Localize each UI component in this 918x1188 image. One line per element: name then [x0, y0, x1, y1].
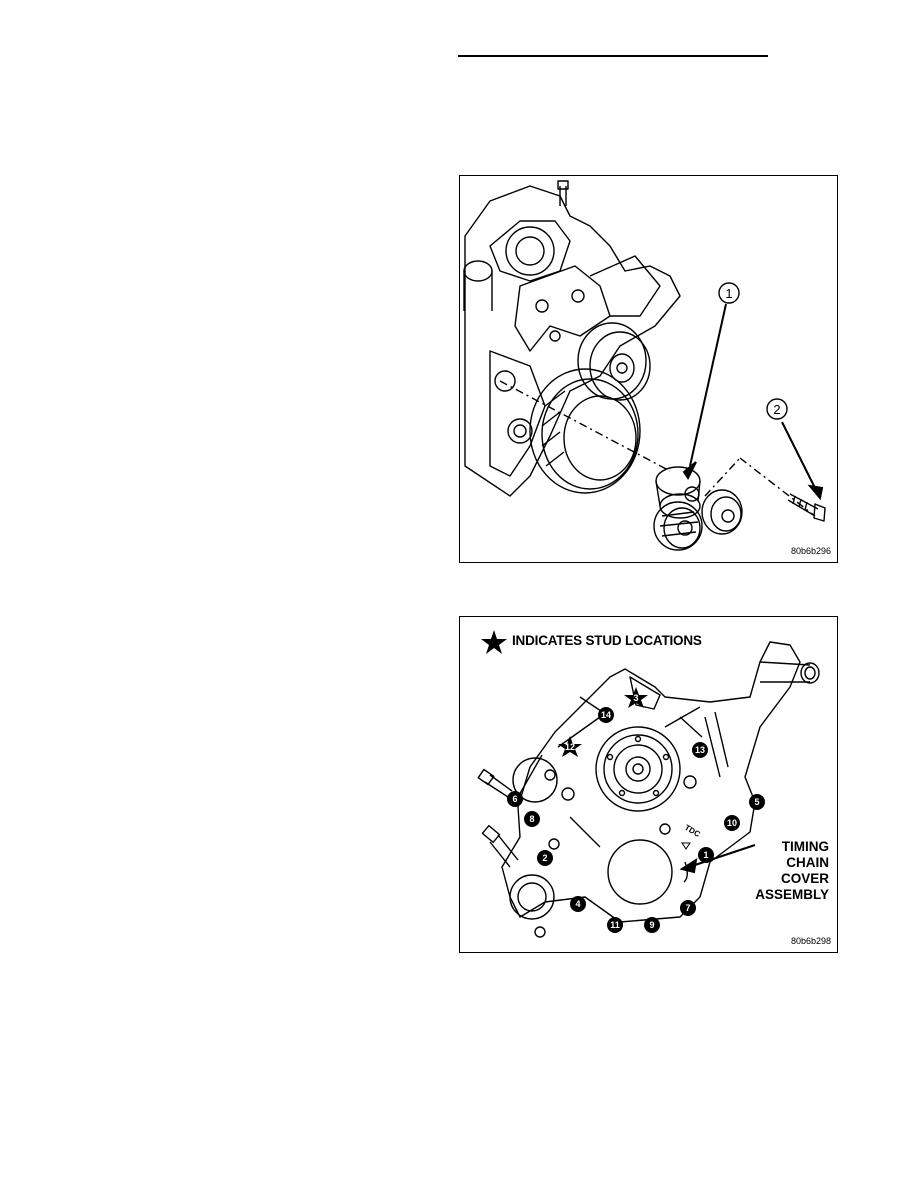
- svg-text:1: 1: [703, 850, 708, 860]
- svg-text:9: 9: [649, 920, 654, 930]
- figure-code: 80b6b298: [790, 936, 831, 946]
- svg-text:10: 10: [727, 818, 737, 828]
- svg-text:13: 13: [695, 745, 705, 755]
- stud-legend: INDICATES STUD LOCATIONS: [512, 633, 702, 648]
- svg-text:11: 11: [610, 920, 620, 930]
- figure-idler-pulley: 1 2 80b6b296: [459, 175, 838, 563]
- svg-text:2: 2: [773, 402, 780, 417]
- svg-text:7: 7: [685, 903, 690, 913]
- svg-text:5: 5: [754, 797, 759, 807]
- svg-text:6: 6: [512, 794, 517, 804]
- svg-text:4: 4: [575, 899, 580, 909]
- callout-1: [718, 282, 740, 304]
- svg-text:14: 14: [601, 710, 611, 720]
- timing-cover-illustration: TDC 3 12 1 2 4 5: [477, 630, 820, 938]
- svg-text:TDC: TDC: [683, 823, 702, 839]
- header-rule: [458, 55, 768, 57]
- stud-star-icon: [481, 630, 507, 654]
- svg-text:2: 2: [542, 853, 547, 863]
- figure-timing-chain-cover: TDC 3 12 1 2 4 5: [459, 616, 838, 953]
- timing-chain-cover-callout: TIMING CHAIN COVER ASSEMBLY: [755, 839, 829, 902]
- svg-text:8: 8: [529, 814, 534, 824]
- svg-text:3: 3: [633, 693, 638, 703]
- svg-text:12: 12: [565, 742, 575, 752]
- figure-code: 80b6b296: [790, 546, 831, 556]
- callout-2: [766, 398, 788, 420]
- idler-pulley-illustration: 1 2: [463, 180, 826, 551]
- svg-text:1: 1: [725, 286, 732, 301]
